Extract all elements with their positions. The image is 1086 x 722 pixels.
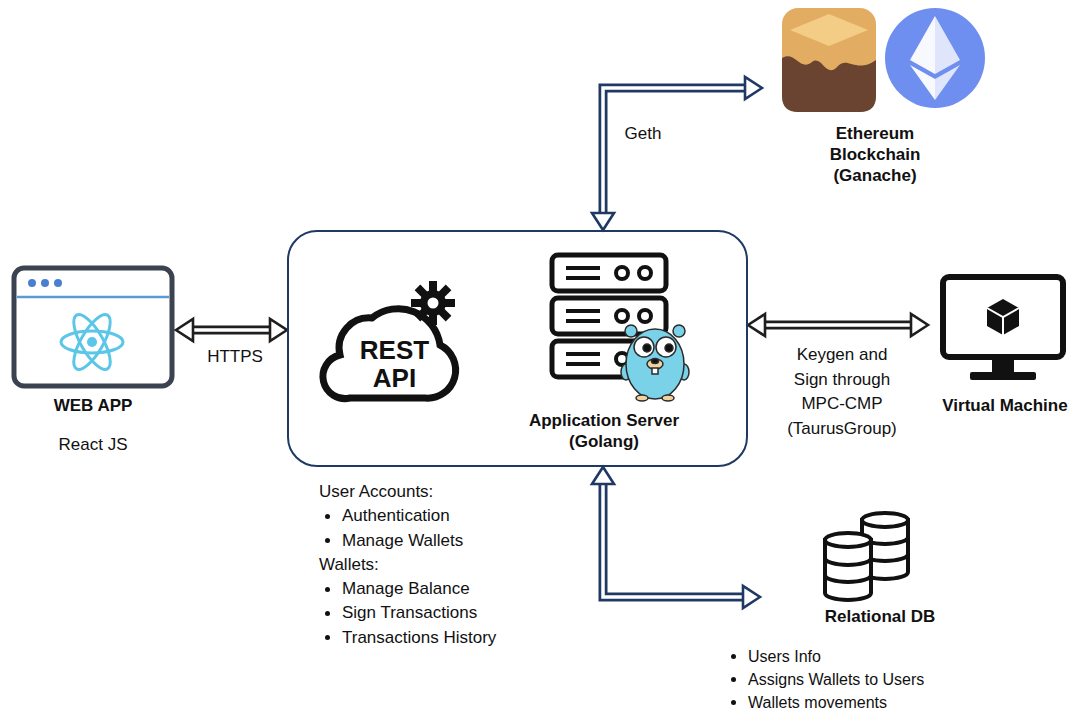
arrow-shaft-inner xyxy=(761,323,915,327)
arrow-head xyxy=(176,319,193,341)
edge-label: Geth xyxy=(616,122,670,147)
bullet-dot xyxy=(325,587,330,592)
bullet-list: Users InfoAssigns Wallets to UsersWallet… xyxy=(725,645,924,714)
bullet-dot xyxy=(325,538,330,543)
double-arrow xyxy=(592,77,762,230)
arrow-shaft xyxy=(603,480,747,597)
node-title: Application Server (Golang) xyxy=(504,410,704,452)
node-title: Relational DB xyxy=(760,606,1000,627)
arrow-shaft xyxy=(761,321,915,330)
bullet-dot xyxy=(325,635,330,640)
double-arrow xyxy=(176,319,287,341)
edge-label: HTTPS xyxy=(190,345,280,370)
arrow-head xyxy=(743,586,760,608)
list-item: Wallets movements xyxy=(725,691,924,714)
bullet-dot xyxy=(325,514,330,519)
arrow-shaft xyxy=(189,326,274,335)
web-app-node: WEB APP React JS xyxy=(10,262,176,455)
node-subtitle: React JS xyxy=(10,434,176,455)
list-item: User Accounts: xyxy=(319,480,496,504)
arrow-shaft xyxy=(603,88,749,217)
browser-icon xyxy=(14,268,172,386)
bullet-dot xyxy=(325,611,330,616)
double-arrow xyxy=(592,467,760,608)
bullet-dot xyxy=(731,677,736,682)
database-icon xyxy=(825,513,908,600)
arrow-head xyxy=(270,319,287,341)
list-item: Transactions History xyxy=(319,626,496,650)
arrow-head xyxy=(592,213,614,230)
server-frame: User Accounts:AuthenticationManage Walle… xyxy=(287,230,748,467)
arrow-shaft-inner xyxy=(603,88,749,217)
arrow-head xyxy=(592,467,614,484)
icon-text: REST API xyxy=(352,336,437,392)
node-title: Ethereum Blockchain (Ganache) xyxy=(820,123,930,186)
list-item: Manage Balance xyxy=(319,577,496,601)
monitor-icon xyxy=(943,277,1063,380)
arrow-head xyxy=(745,77,762,99)
list-item: Manage Wallets xyxy=(319,529,496,553)
node-title: WEB APP xyxy=(10,395,176,416)
app-server-node: Application Server (Golang) xyxy=(504,252,704,457)
database-node: Relational DBUsers InfoAssigns Wallets t… xyxy=(760,510,1000,627)
edge-label: Keygen and Sign through MPC-CMP (TaurusG… xyxy=(786,343,898,441)
ethereum-logo xyxy=(885,8,985,108)
arrow-shaft-inner xyxy=(603,480,747,597)
arrow-head xyxy=(748,314,765,336)
gopher-mascot xyxy=(621,325,689,401)
blockchain-node: Ethereum Blockchain (Ganache) xyxy=(762,5,988,186)
list-item: Authentication xyxy=(319,504,496,528)
bullet-dot xyxy=(731,654,736,659)
node-title: Virtual Machine xyxy=(928,395,1082,416)
arrow-shaft-inner xyxy=(189,328,274,332)
arrow-head xyxy=(911,314,928,336)
list-item: Assigns Wallets to Users xyxy=(725,668,924,691)
bullet-list: User Accounts:AuthenticationManage Walle… xyxy=(319,480,496,650)
list-item: Users Info xyxy=(725,645,924,668)
vm-node: Virtual Machine xyxy=(928,270,1082,416)
double-arrow xyxy=(748,314,928,336)
bullet-dot xyxy=(731,700,736,705)
list-item: Wallets: xyxy=(319,553,496,577)
rest-api-node: REST API xyxy=(319,277,459,407)
cloud-gear-icon xyxy=(323,281,456,399)
ganache-logo xyxy=(782,8,876,112)
list-item: Sign Transactions xyxy=(319,601,496,625)
